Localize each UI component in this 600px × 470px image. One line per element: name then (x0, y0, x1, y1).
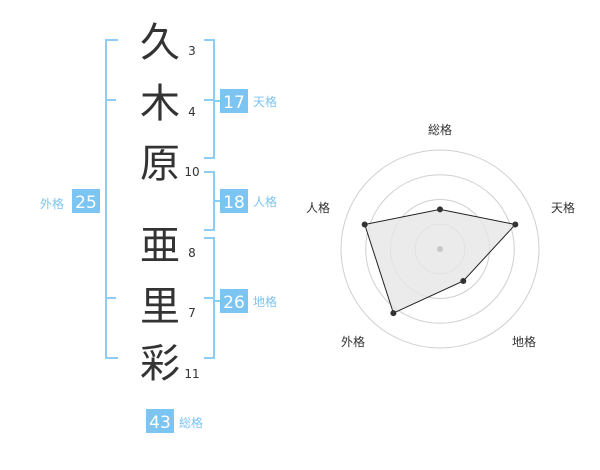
tenkaku-bracket (204, 39, 220, 159)
name-characters: 久 木 原 亜 里 彩 (140, 20, 180, 387)
radar-point (361, 221, 368, 228)
jinkaku-label: 人格 (253, 194, 277, 209)
radar-axis-label-tenkaku: 天格 (551, 200, 575, 215)
tenkaku-badge-box (220, 89, 248, 113)
soukaku-label: 総格 (179, 415, 203, 430)
stroke-counts: 3 4 10 8 7 11 (184, 44, 199, 381)
char-6: 彩 (140, 341, 180, 387)
radar-ring (365, 174, 515, 324)
gaikaku-value: 25 (75, 193, 97, 213)
gaikaku-bracket (105, 39, 118, 359)
chikaku-badge-box (220, 289, 248, 313)
char-4: 亜 (140, 223, 180, 269)
strokes-6: 11 (184, 367, 199, 381)
chikaku-badge: 26 地格 (220, 289, 277, 313)
soukaku-badge-box (146, 409, 174, 433)
tenkaku-badge: 17 天格 (220, 89, 277, 113)
radar-axis-label-soukaku: 総格 (428, 122, 452, 137)
radar-axis-label-gaikaku: 外格 (341, 334, 365, 349)
chikaku-value: 26 (223, 293, 245, 313)
jinkaku-value: 18 (223, 193, 245, 213)
radar-ring (340, 149, 540, 349)
brackets (105, 39, 220, 359)
tenkaku-label: 天格 (253, 94, 277, 109)
strokes-4: 8 (188, 246, 196, 260)
radar-chart: 総格 天格 地格 外格 人格 (306, 122, 575, 349)
jinkaku-badge: 18 人格 (220, 189, 277, 213)
soukaku-badge: 43 総格 (146, 409, 203, 433)
soukaku-value: 43 (149, 413, 171, 433)
radar-axis-label-jinkaku: 人格 (306, 200, 330, 215)
radar-points (361, 206, 519, 317)
strokes-2: 4 (188, 105, 196, 119)
gaikaku-badge-box (72, 189, 100, 213)
char-5: 里 (140, 284, 180, 330)
chikaku-bracket (204, 237, 220, 359)
radar-point (437, 206, 443, 213)
radar-axis-label-chikaku: 地格 (512, 334, 536, 349)
strokes-3: 10 (184, 165, 199, 179)
gaikaku-badge: 外格 25 (40, 189, 100, 213)
radar-point (460, 278, 467, 284)
char-1: 久 (140, 20, 180, 66)
radar-point (390, 310, 397, 317)
strokes-5: 7 (188, 306, 196, 320)
char-3: 原 (140, 141, 180, 187)
strokes-1: 3 (188, 44, 196, 58)
chikaku-label: 地格 (253, 294, 277, 309)
radar-shape (364, 208, 517, 314)
jinkaku-bracket (204, 171, 220, 231)
char-2: 木 (140, 81, 180, 127)
radar-center (437, 246, 443, 252)
tenkaku-value: 17 (223, 93, 245, 113)
gaikaku-label: 外格 (40, 196, 64, 211)
jinkaku-badge-box (220, 189, 248, 213)
radar-point (512, 221, 519, 228)
